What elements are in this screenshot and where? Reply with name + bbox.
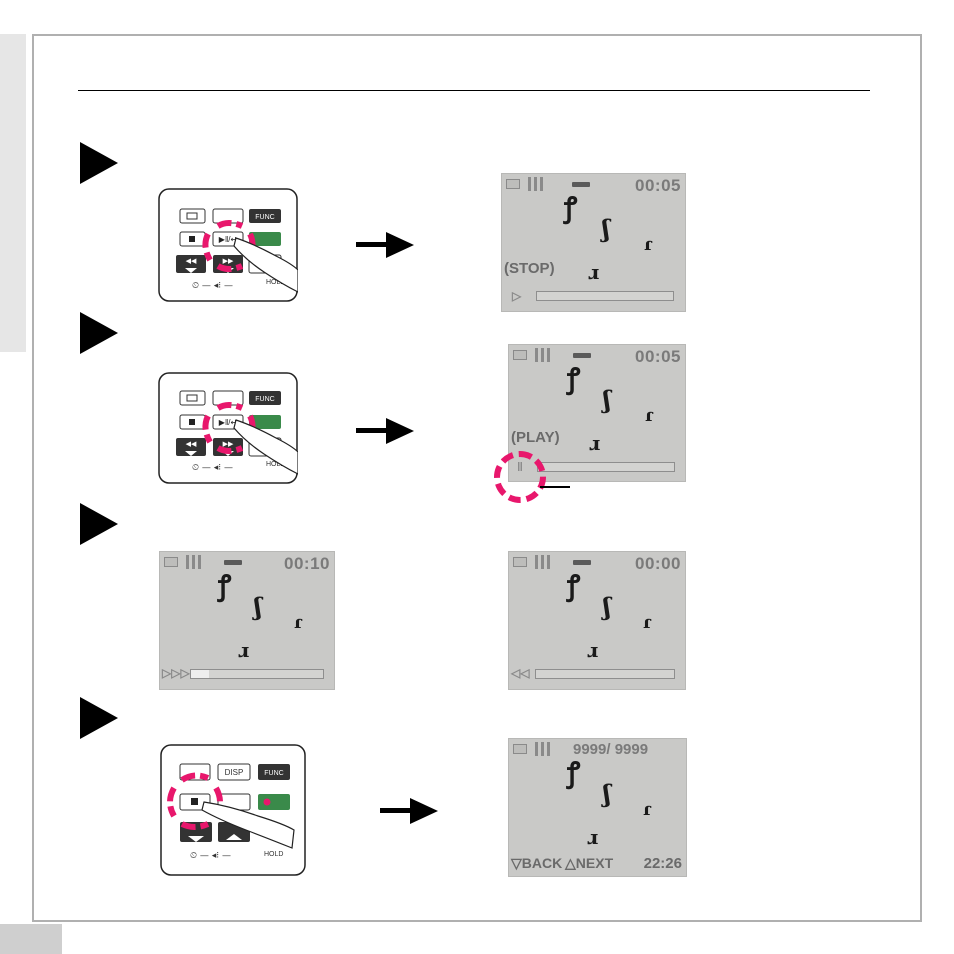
bird-graphic: ɹ — [588, 260, 600, 284]
camera-icon — [506, 179, 520, 189]
svg-text:⏲ — ◂⁝ —: ⏲ — ◂⁝ — — [192, 281, 233, 291]
battery-icon — [572, 182, 590, 187]
quality-icon — [535, 348, 553, 362]
battery-icon — [573, 560, 591, 565]
bird-graphic: ɹ — [238, 638, 250, 662]
svg-text:HOLD: HOLD — [266, 461, 285, 468]
step-3-bullet-icon — [80, 503, 118, 545]
step-2-remote: FUNC ▶ǁ/↵ ◀◀ ▶▶ ⏲ — ◂⁝ — HOLD — [158, 372, 298, 484]
svg-text:⏲ — ◂⁝ —: ⏲ — ◂⁝ — — [190, 851, 231, 861]
step-2-arrow-icon — [356, 418, 414, 444]
back-label: ▽BACK — [511, 855, 563, 871]
playback-status: (PLAY) — [511, 429, 560, 446]
quality-icon — [186, 555, 204, 569]
svg-text:HOLD: HOLD — [266, 279, 285, 286]
next-label: △NEXT — [565, 855, 614, 871]
play-icon: ▷ — [512, 289, 522, 303]
elapsed-time: 00:00 — [635, 554, 681, 573]
elapsed-time: 00:05 — [635, 347, 681, 366]
func-button[interactable]: FUNC — [255, 214, 274, 221]
camera-icon — [513, 744, 527, 754]
camera-icon — [513, 350, 527, 360]
svg-text:⏲ — ◂⁝ —: ⏲ — ◂⁝ — — [192, 463, 233, 473]
step-4-lcd-screen: 9999/ 9999 ꝭ ʃ ɾ ɹ ▽BACK △NEXT 22:26 — [508, 738, 687, 877]
svg-text:◀◀: ◀◀ — [186, 441, 197, 448]
bird-graphic: ʃ — [254, 592, 262, 621]
step-1-arrow-icon — [356, 232, 414, 258]
progress-bar — [190, 669, 324, 679]
step-1-lcd-screen: 00:05 ꝭ ʃ ɾ ɹ (STOP) ▷ — [501, 173, 686, 312]
bird-graphic: ɹ — [587, 638, 599, 662]
file-counter: 9999/ 9999 — [573, 741, 649, 758]
camera-icon — [164, 557, 178, 567]
battery-icon — [573, 353, 591, 358]
step-4-bullet-icon — [80, 697, 118, 739]
bird-graphic: ɾ — [643, 612, 652, 633]
rewind-icon: ◁◁ — [511, 666, 530, 680]
bird-graphic: ɾ — [643, 799, 652, 820]
bird-graphic: ꝭ — [567, 362, 581, 395]
pointer-line — [540, 486, 570, 488]
step-2-bullet-icon — [80, 312, 118, 354]
step-1-remote: FUNC ▶ǁ/↵ ◀◀ ▶▶ ⏲ — ◂⁝ — HOLD — [158, 188, 298, 302]
step-1-bullet-icon — [80, 142, 118, 184]
step-4-remote: DISP FUNC ⏲ — ◂⁝ — HOLD — [160, 744, 306, 876]
step-3-lcd-forward: 00:10 ꝭ ʃ ɾ ɹ ▷▷▷ — [159, 551, 335, 690]
camera-icon — [513, 557, 527, 567]
bird-graphic: ɾ — [644, 234, 653, 255]
bird-graphic: ꝭ — [567, 756, 581, 789]
bird-graphic: ɾ — [645, 405, 654, 426]
svg-text:HOLD: HOLD — [264, 851, 283, 858]
playback-status: (STOP) — [504, 260, 555, 277]
side-tab — [0, 34, 26, 352]
quality-icon — [535, 742, 553, 756]
bird-graphic: ꝭ — [564, 191, 578, 224]
svg-text:▶ǁ/↵: ▶ǁ/↵ — [219, 418, 237, 427]
svg-text:▶▶: ▶▶ — [223, 258, 234, 265]
elapsed-time: 00:10 — [284, 554, 330, 573]
bird-graphic: ʃ — [603, 385, 611, 414]
elapsed-time: 00:05 — [635, 176, 681, 195]
step-4-arrow-icon — [380, 798, 438, 824]
svg-text:▶▶: ▶▶ — [223, 441, 234, 448]
progress-bar — [537, 462, 675, 472]
quality-icon — [528, 177, 546, 191]
bird-graphic: ʃ — [603, 779, 611, 808]
bird-graphic: ꝭ — [567, 569, 581, 602]
svg-text:FUNC: FUNC — [264, 770, 283, 777]
progress-bar — [536, 291, 674, 301]
disp-button[interactable]: DISP — [225, 768, 244, 777]
bird-graphic: ɹ — [589, 431, 601, 455]
svg-text:▶ǁ/↵: ▶ǁ/↵ — [219, 235, 237, 244]
svg-text:◀◀: ◀◀ — [186, 258, 197, 265]
clock: 22:26 — [643, 855, 682, 872]
page-number-tab — [0, 924, 62, 954]
battery-icon — [224, 560, 242, 565]
svg-text:FUNC: FUNC — [255, 396, 274, 403]
highlight-ring — [494, 451, 546, 503]
quality-icon — [535, 555, 553, 569]
step-3-lcd-rewind: 00:00 ꝭ ʃ ɾ ɹ ◁◁ — [508, 551, 686, 690]
bird-graphic: ꝭ — [218, 569, 232, 602]
bird-graphic: ʃ — [602, 214, 610, 243]
header-rule — [78, 90, 870, 91]
fast-forward-icon: ▷▷▷ — [162, 666, 190, 680]
progress-bar — [535, 669, 675, 679]
page-frame — [32, 34, 922, 922]
bird-graphic: ɾ — [294, 612, 303, 633]
bird-graphic: ɹ — [587, 825, 599, 849]
bird-graphic: ʃ — [603, 592, 611, 621]
